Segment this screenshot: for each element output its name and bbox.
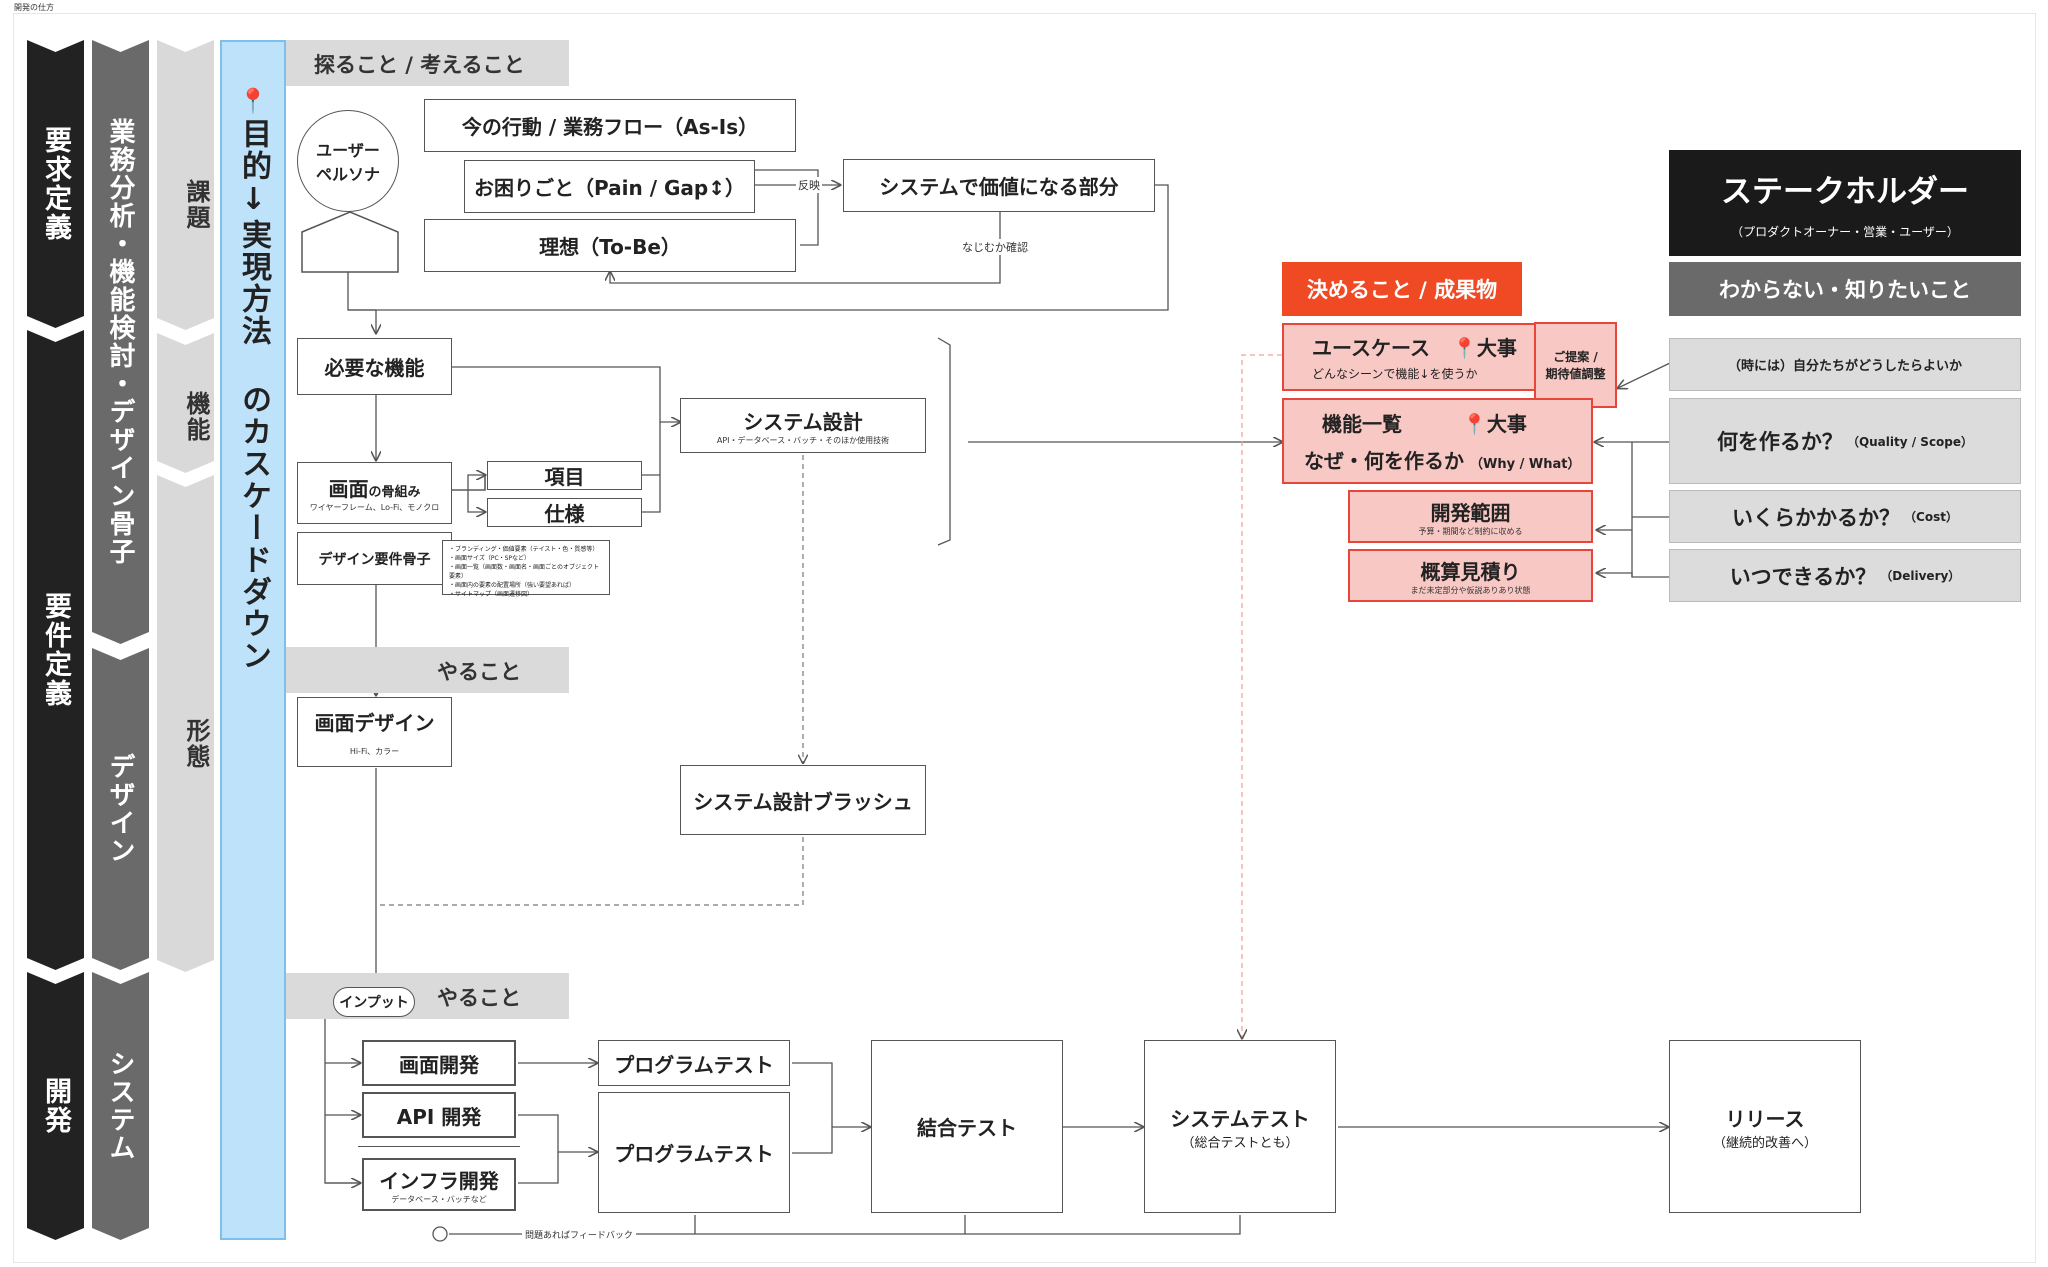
needed-functions-box: 必要な機能 — [297, 338, 452, 395]
design-note: ・サイトマップ（画面遷移図） — [449, 591, 534, 598]
usecase-flag: 📍大事 — [1452, 336, 1517, 360]
usecase-box: ユースケース📍大事 どんなシーンで機能↓を使うか — [1282, 323, 1542, 391]
deliverables-header: 決めること / 成果物 — [1282, 262, 1522, 316]
system-design-box: システム設計 API・データベース・バッチ・そのほか使用技術 — [680, 398, 926, 453]
value-part-box: システムで価値になる部分 — [843, 159, 1155, 212]
to-be-box: 理想（To-Be） — [424, 219, 796, 272]
band-do1 — [286, 647, 569, 693]
dev-divider — [358, 1146, 520, 1147]
persona-head: ユーザー ペルソナ — [297, 110, 399, 212]
fit-check-label: なじむか確認 — [960, 239, 1030, 255]
program-test-1-box: プログラムテスト — [598, 1040, 790, 1086]
item-box: 項目 — [487, 461, 642, 490]
cascade-column: 📍 目的↓実現方法 のカスケードダウン — [220, 40, 286, 1240]
track-analysis-label: 業務分析・機能検討・デザイン骨子 — [105, 118, 135, 566]
design-note: ・画面内の要素の配置場所（強い要望あれば） — [449, 582, 576, 589]
phase-development: 開発 — [27, 972, 84, 1240]
release-box: リリース （継続的改善へ） — [1669, 1040, 1861, 1213]
layer-issue: 課題 — [157, 40, 214, 330]
system-brushup-box: システム設計ブラッシュ — [680, 765, 926, 835]
frame-title: 開発の仕方 — [14, 3, 54, 12]
unknowns-box: わからない・知りたいこと — [1669, 262, 2021, 316]
track-system-label: システム — [105, 1050, 135, 1162]
band-do2 — [286, 973, 569, 1019]
phase-development-label: 開発 — [40, 1077, 71, 1135]
phase-requirements: 要求定義 — [27, 40, 84, 328]
stakeholder-box: ステークホルダー （プロダクトオーナー・営業・ユーザー） — [1669, 150, 2021, 256]
band-do2-label: やること — [437, 986, 521, 1010]
integration-test-box: 結合テスト — [871, 1040, 1063, 1213]
screen-dev-box: 画面開発 — [362, 1040, 516, 1086]
band-do1-label: やること — [437, 660, 521, 684]
question-what: 何を作るか？（Quality / Scope） — [1669, 398, 2021, 484]
layer-form-label: 形態 — [182, 717, 210, 770]
input-tag: インプット — [333, 987, 415, 1017]
band-explore — [286, 40, 569, 86]
screen-design-box: 画面デザイン Hi-Fi、カラー — [297, 697, 452, 767]
design-note: ・画面一覧（画面数・画面名・画面ごとのオブジェクト要素） — [449, 564, 599, 580]
layer-function: 機能 — [157, 333, 214, 473]
feature-flag: 📍大事 — [1462, 412, 1527, 436]
layer-function-label: 機能 — [182, 391, 210, 443]
persona-label: ユーザー ペルソナ — [315, 141, 380, 184]
track-system: システム — [92, 972, 149, 1240]
scope-box: 開発範囲 予算・期間など制約に収める — [1348, 490, 1593, 543]
pain-box: お困りごと（Pain / Gap↕） — [464, 160, 755, 213]
layer-form: 形態 — [157, 475, 214, 972]
layer-issue-label: 課題 — [182, 179, 210, 231]
phase-specification: 要件定義 — [27, 330, 84, 970]
system-test-box: システムテスト （総合テストとも） — [1144, 1040, 1336, 1213]
question-sometimes: （時には）自分たちがどうしたらよいか — [1669, 338, 2021, 391]
design-notes-box: ・ブランディング・価値要素（テイスト・色・質感等） ・画面サイズ（PC・SPなど… — [442, 540, 610, 598]
feature-list-box: 機能一覧📍大事 なぜ・何を作るか（Why / What） — [1282, 398, 1593, 484]
as-is-box: 今の行動 / 業務フロー（As-Is） — [424, 99, 796, 152]
feedback-label: 問題あればフィードバック — [522, 1228, 636, 1241]
phase-specification-label: 要件定義 — [40, 592, 71, 708]
track-design: デザイン — [92, 648, 149, 970]
spec-box: 仕様 — [487, 498, 642, 527]
track-design-label: デザイン — [105, 753, 135, 865]
estimate-box: 概算見積り まだ未定部分や仮説ありあり状態 — [1348, 549, 1593, 602]
api-dev-box: API 開発 — [362, 1092, 516, 1138]
infra-dev-box: インフラ開発 データベース・バッチなど — [362, 1158, 516, 1211]
persona-body — [301, 211, 399, 273]
cascade-label: 目的↓実現方法 のカスケードダウン — [236, 118, 271, 673]
phase-requirements-label: 要求定義 — [40, 126, 71, 242]
reflect-label: 反映 — [796, 177, 822, 193]
question-when: いつできるか？（Delivery） — [1669, 549, 2021, 602]
band-explore-label: 探ること / 考えること — [314, 53, 525, 77]
program-test-2-box: プログラムテスト — [598, 1092, 790, 1213]
proposal-box: ご提案 / 期待値調整 — [1534, 322, 1617, 408]
design-note: ・画面サイズ（PC・SPなど） — [449, 555, 531, 562]
pin-icon: 📍 — [239, 87, 267, 119]
track-analysis: 業務分析・機能検討・デザイン骨子 — [92, 40, 149, 644]
design-note: ・ブランディング・価値要素（テイスト・色・質感等） — [449, 546, 599, 553]
question-cost: いくらかかるか？（Cost） — [1669, 490, 2021, 543]
screen-skeleton-box: 画面の骨組み ワイヤーフレーム、Lo-Fi、モノクロ — [297, 462, 452, 524]
design-skeleton-box: デザイン要件骨子 — [297, 532, 452, 585]
